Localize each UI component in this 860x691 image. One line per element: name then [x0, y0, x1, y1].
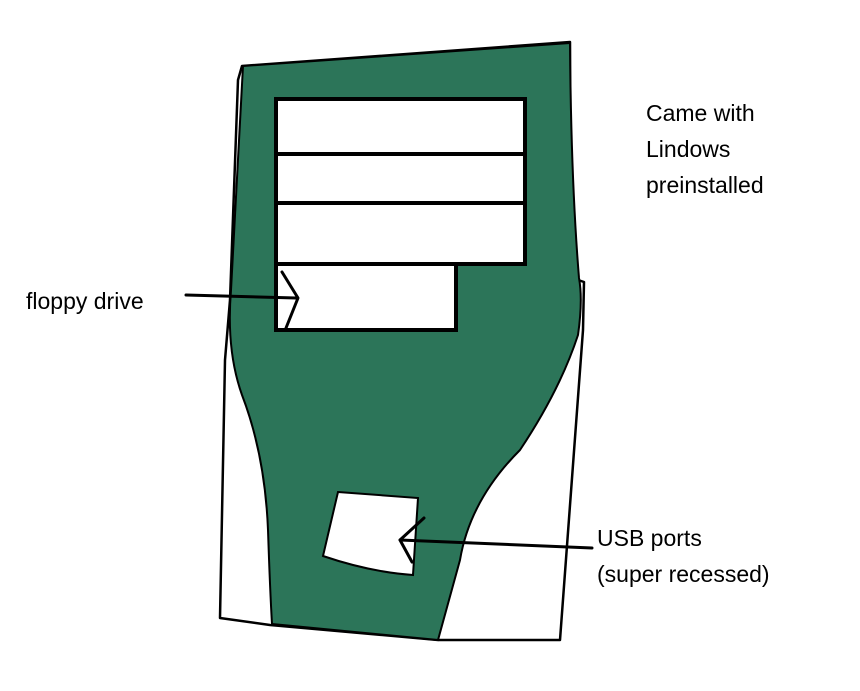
usb-arrow-head	[398, 516, 426, 564]
drive-bay-2	[274, 152, 527, 205]
floppy-arrow-shaft	[184, 293, 298, 300]
usb-ports-label-line-2: (super recessed)	[597, 561, 770, 587]
usb-ports-label-line-1: USB ports	[597, 525, 702, 551]
floppy-drive-label: floppy drive	[26, 288, 144, 314]
usb-arrow-shaft	[398, 538, 594, 550]
drive-bay-3	[274, 201, 527, 266]
drive-bay-1	[274, 97, 527, 156]
preinstalled-note-line-1: Came with	[646, 100, 755, 126]
usb-port-opening	[321, 490, 420, 577]
floppy-drive-bay	[274, 262, 458, 332]
preinstalled-note-line-2: Lindows	[646, 136, 731, 162]
floppy-arrow-head	[280, 270, 300, 330]
preinstalled-note-line-3: preinstalled	[646, 172, 764, 198]
